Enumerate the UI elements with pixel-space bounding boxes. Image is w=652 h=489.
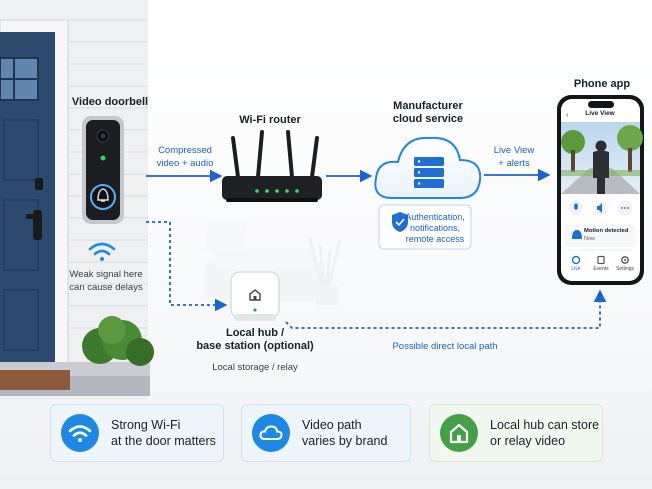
- auth-line2: notifications,: [409, 223, 461, 233]
- card-local-hub: Local hub can store or relay video: [429, 404, 603, 462]
- hub-sub-label: Local storage / relay: [212, 362, 298, 373]
- phone-label: Phone app: [573, 78, 631, 90]
- cloud-label-line2: cloud service: [392, 113, 464, 125]
- liveview-line1: Live View: [493, 145, 535, 156]
- card-video-path-text: Video path varies by brand: [302, 417, 387, 449]
- weak-signal-wifi-icon: [88, 242, 116, 261]
- weak-line2: can cause delays: [69, 282, 143, 293]
- weak-line1: Weak signal here: [69, 269, 143, 280]
- weak-signal-note: Weak signal here can cause delays: [60, 268, 152, 294]
- direct-path-label: Possible direct local path: [392, 341, 498, 352]
- video-doorbell-device: [82, 116, 124, 224]
- card-strong-wifi-line2: at the door matters: [111, 434, 216, 448]
- local-hub-device: [230, 271, 280, 321]
- card-strong-wifi: Strong Wi-Fi at the door matters: [50, 404, 224, 462]
- flow-arrows: [146, 168, 607, 329]
- auth-line3: remote access: [405, 234, 465, 244]
- router-label: Wi-Fi router: [239, 114, 301, 126]
- cloud-icon: [252, 414, 290, 452]
- card-local-hub-line2: or relay video: [490, 434, 566, 448]
- card-video-path-line1: Video path: [302, 418, 362, 432]
- cloud-service-shape: [374, 136, 482, 199]
- doorbell-label: Video doorbell: [71, 96, 149, 108]
- card-strong-wifi-text: Strong Wi-Fi at the door matters: [111, 417, 216, 449]
- auth-note-box: [378, 204, 472, 250]
- phone-tab-live[interactable]: Live: [571, 266, 581, 272]
- cloud-label-line1: Manufacturer: [393, 100, 463, 112]
- wifi-icon: [61, 414, 99, 452]
- compressed-edge-label: Compressed video + audio: [150, 144, 220, 170]
- smartphone-device: [557, 95, 644, 285]
- hub-label-line1: Local hub /: [225, 327, 285, 339]
- card-video-path-line2: varies by brand: [302, 434, 388, 448]
- compressed-line1: Compressed: [158, 145, 212, 156]
- hub-label-line2: base station (optional): [196, 340, 314, 352]
- phone-back-icon[interactable]: ‹: [566, 112, 569, 119]
- auth-note: Authentication, notifications, remote ac…: [402, 212, 468, 245]
- liveview-edge-label: Live View + alerts: [484, 144, 544, 170]
- card-video-path: Video path varies by brand: [241, 404, 411, 462]
- phone-notice-time: Now: [584, 236, 596, 242]
- liveview-line2: + alerts: [498, 158, 530, 169]
- compressed-line2: video + audio: [156, 158, 214, 169]
- card-local-hub-text: Local hub can store or relay video: [490, 417, 599, 449]
- hub-label: Local hub / base station (optional): [190, 327, 320, 353]
- cloud-label: Manufacturer cloud service: [378, 100, 478, 126]
- phone-notice-title: Motion detected: [584, 228, 629, 234]
- wifi-router-device: [222, 130, 322, 202]
- auth-line1: Authentication,: [405, 212, 465, 222]
- phone-screen-title: Live View: [585, 110, 615, 117]
- card-strong-wifi-line1: Strong Wi-Fi: [111, 418, 181, 432]
- card-local-hub-line1: Local hub can store: [490, 418, 600, 432]
- phone-tab-events[interactable]: Events: [593, 266, 609, 272]
- phone-tab-settings[interactable]: Settings: [615, 266, 635, 272]
- house-wall: [0, 0, 154, 400]
- home-icon: [440, 414, 478, 452]
